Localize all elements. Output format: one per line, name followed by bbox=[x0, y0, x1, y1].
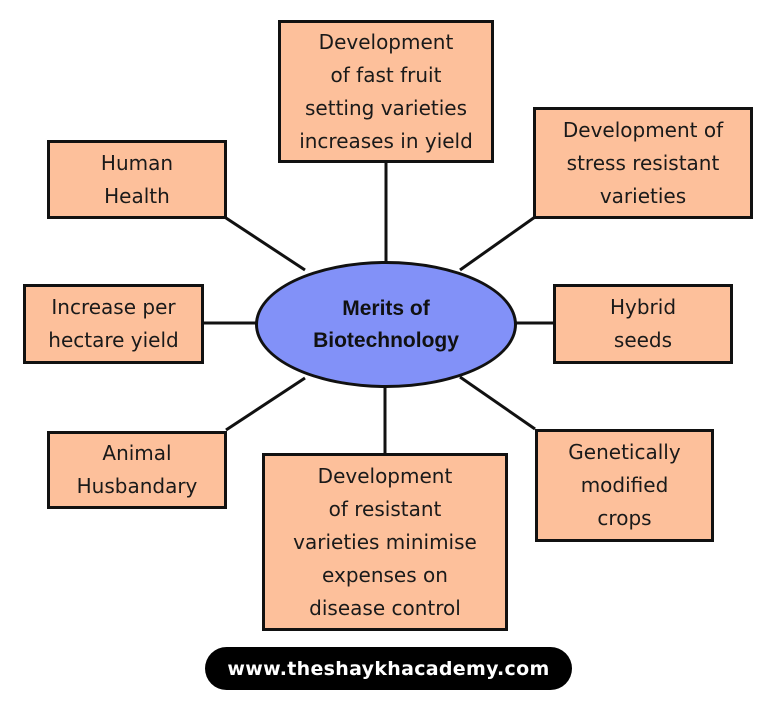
connector-human-health bbox=[225, 216, 306, 272]
node-fast-fruit: Development of fast fruit setting variet… bbox=[278, 20, 494, 163]
footer-url-text: www.theshaykhacademy.com bbox=[227, 657, 550, 680]
center-node-merits-of-biotechnology: Merits of Biotechnology bbox=[255, 261, 517, 388]
node-resistant-varieties: Development of resistant varieties minim… bbox=[262, 453, 508, 631]
node-hybrid-seeds: Hybrid seeds bbox=[553, 284, 733, 364]
connector-gm-crops bbox=[459, 375, 536, 431]
node-stress-resistant: Development of stress resistant varietie… bbox=[533, 107, 753, 219]
connector-animal-husbandary bbox=[225, 376, 306, 432]
node-gm-crops: Genetically modified crops bbox=[535, 429, 714, 542]
node-human-health: Human Health bbox=[47, 140, 227, 219]
footer-url-badge: www.theshaykhacademy.com bbox=[205, 647, 572, 690]
node-animal-husbandary: Animal Husbandary bbox=[47, 431, 227, 509]
node-per-hectare-yield: Increase per hectare yield bbox=[23, 284, 204, 364]
connector-stress-resistant bbox=[459, 215, 536, 272]
